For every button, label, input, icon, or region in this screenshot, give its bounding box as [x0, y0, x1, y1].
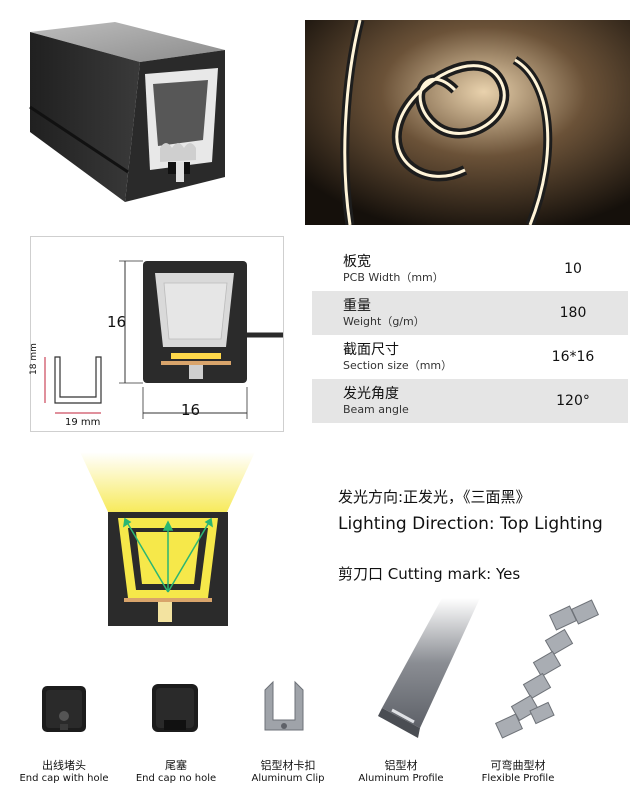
- accessory-cn: 铝型材: [384, 759, 418, 772]
- spec-cn: 截面尺寸: [343, 341, 399, 358]
- height-label: 16: [107, 313, 127, 331]
- width-label: 16: [181, 401, 201, 419]
- spec-cn: 板宽: [343, 253, 371, 270]
- small-u-profile: [44, 356, 102, 414]
- lighting-photo: [305, 20, 630, 225]
- spec-cn: 发光角度: [343, 385, 399, 402]
- aluminum-clip-image: [259, 680, 307, 736]
- accessory-label-end-cap-no-hole: 尾塞 End cap no hole: [116, 757, 236, 784]
- end-cap-no-hole-image: [150, 680, 200, 736]
- spec-en: Section size（mm）: [343, 358, 453, 372]
- spec-value: 120°: [556, 393, 590, 409]
- spec-en: Beam angle: [343, 402, 409, 416]
- spec-value: 10: [564, 261, 582, 277]
- lighting-direction-cn: 发光方向:正发光，《三面黑》: [338, 488, 531, 506]
- lighting-direction-en: Lighting Direction: Top Lighting: [338, 514, 603, 534]
- accessory-cn: 出线堵头: [42, 759, 86, 772]
- accessory-en: Aluminum Clip: [251, 773, 325, 784]
- accessory-en: End cap no hole: [135, 773, 217, 784]
- spec-value: 16*16: [551, 349, 595, 365]
- spec-en: PCB Width（mm）: [343, 270, 444, 284]
- lighting-diagram: [80, 452, 255, 626]
- cross-section-drawing: 16 16 18 mm 19 mm: [29, 236, 284, 432]
- spec-en: Weight（g/m）: [343, 314, 425, 328]
- inner-width-label: 19 mm: [65, 417, 101, 428]
- spec-row: 板宽 PCB Width（mm） 10: [312, 247, 628, 291]
- spec-row: 截面尺寸 Section size（mm） 16*16: [312, 335, 628, 379]
- accessory-cn: 尾塞: [165, 759, 187, 772]
- spec-row: 重量 Weight（g/m） 180: [312, 291, 628, 335]
- flexible-profile-render: [492, 598, 624, 741]
- spec-table: 板宽 PCB Width（mm） 10 重量 Weight（g/m） 180 截…: [312, 247, 628, 423]
- accessory-label-aluminum-profile: 铝型材 Aluminum Profile: [341, 757, 461, 784]
- accessory-en: End cap with hole: [19, 773, 109, 784]
- accessory-en: Aluminum Profile: [358, 773, 444, 784]
- end-cap-with-hole-image: [40, 680, 88, 736]
- inner-height-label: 18 mm: [29, 343, 39, 375]
- accessory-en: Flexible Profile: [481, 773, 555, 784]
- spec-row: 发光角度 Beam angle 120°: [312, 379, 628, 423]
- accessory-label-aluminum-clip: 铝型材卡扣 Aluminum Clip: [228, 757, 348, 784]
- spec-cn: 重量: [343, 297, 371, 314]
- aluminum-profile-render: [372, 598, 487, 741]
- spec-value: 180: [559, 305, 587, 321]
- accessory-label-end-cap-hole: 出线堵头 End cap with hole: [4, 757, 124, 784]
- accessory-label-flexible-profile: 可弯曲型材 Flexible Profile: [458, 757, 578, 784]
- accessory-cn: 铝型材卡扣: [260, 759, 316, 772]
- profile-render: [20, 12, 252, 222]
- accessory-cn: 可弯曲型材: [490, 759, 546, 772]
- cutting-mark: 剪刀口 Cutting mark: Yes: [338, 565, 521, 583]
